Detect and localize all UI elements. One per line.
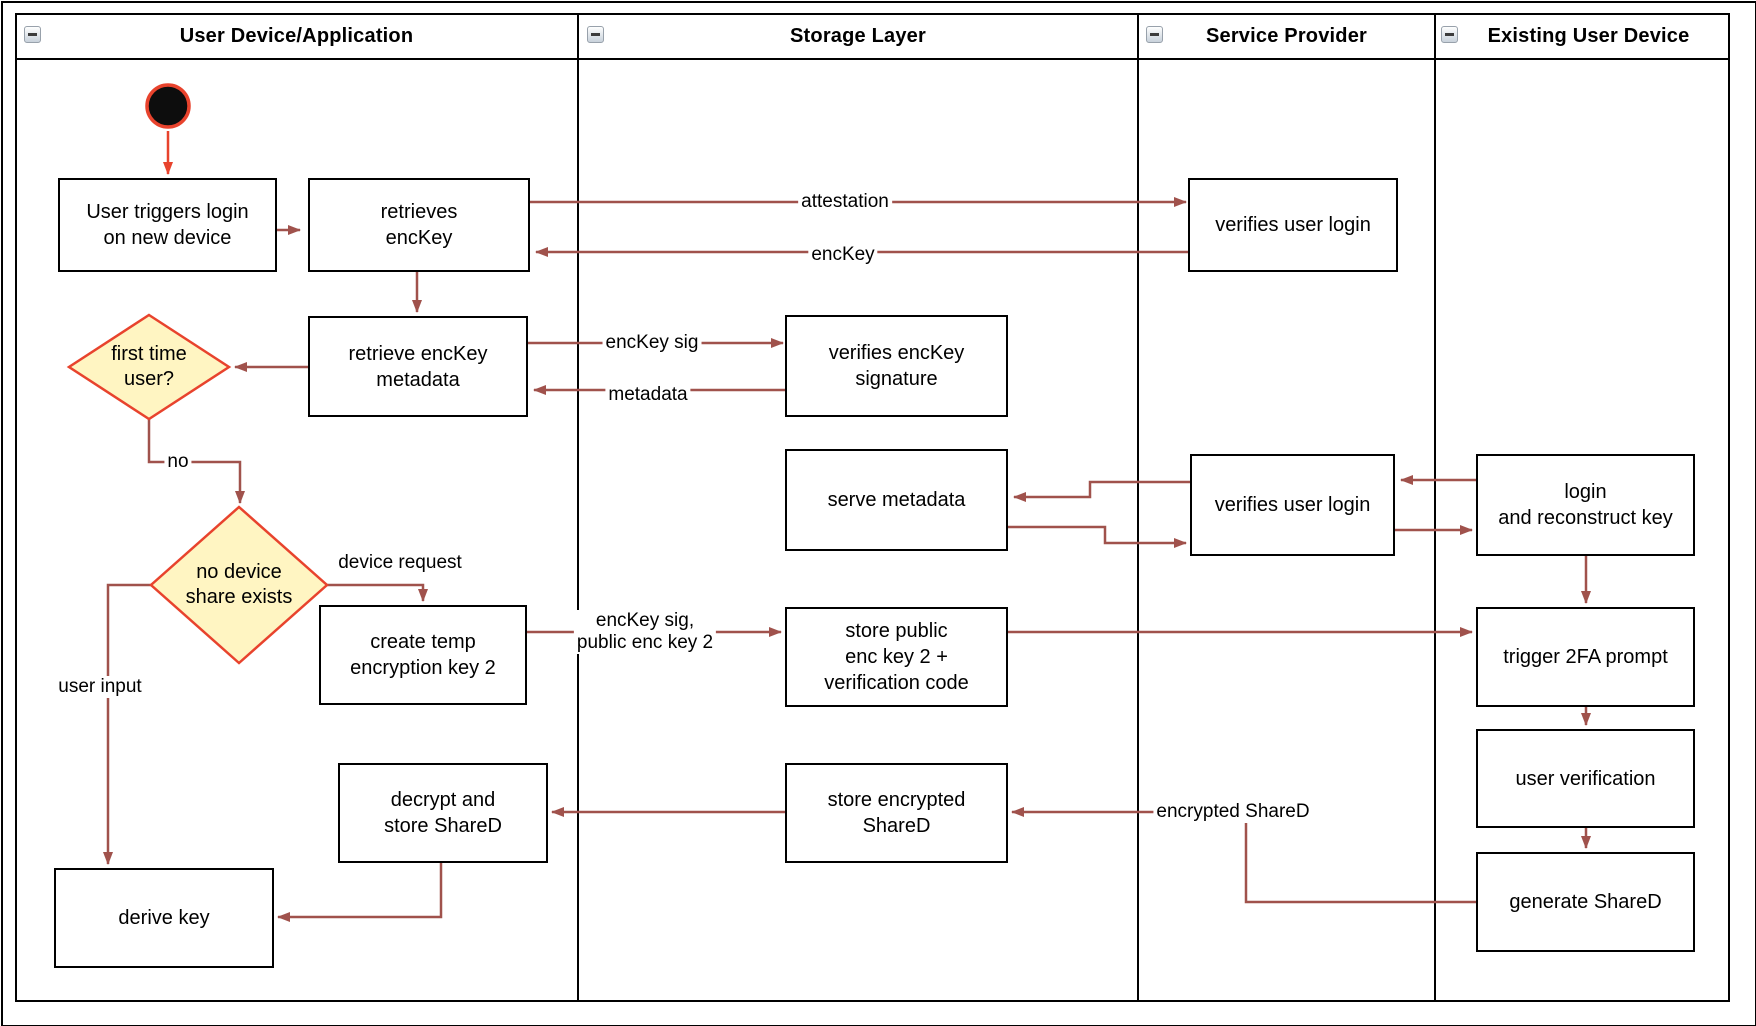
- edge-label-enckey: encKey: [808, 244, 878, 266]
- decision-first-time-user-shape[interactable]: [66, 313, 232, 421]
- node-create-temp-encryption-key[interactable]: create temp encryption key 2: [319, 605, 527, 705]
- node-trigger-2fa-prompt[interactable]: trigger 2FA prompt: [1476, 607, 1695, 707]
- node-store-public-enc-key[interactable]: store public enc key 2 + verification co…: [785, 607, 1008, 707]
- decision-first-time-user-label: first time user?: [111, 343, 187, 390]
- edge-no-branch: [147, 419, 245, 504]
- edge-label-enckey-sig-public: encKey sig, public enc key 2: [573, 610, 717, 654]
- edge-label-metadata: metadata: [605, 384, 691, 406]
- start-node[interactable]: [145, 83, 191, 129]
- lane-divider-3: [1434, 13, 1436, 1000]
- edge-label-attestation: attestation: [798, 191, 892, 213]
- edge-decrypt-to-derive: [277, 863, 443, 922]
- node-derive-key[interactable]: derive key: [54, 868, 274, 968]
- minus-bar: [591, 33, 600, 36]
- decision-no-device-share-shape[interactable]: [149, 505, 329, 665]
- minus-bar: [1445, 33, 1454, 36]
- node-login-and-reconstruct-key[interactable]: login and reconstruct key: [1476, 454, 1695, 556]
- decision-no-device-share-label: no device share exists: [185, 561, 293, 608]
- collapse-minus-icon[interactable]: [1146, 26, 1163, 43]
- lane-header-separator: [15, 58, 1728, 60]
- edge-label-device-request: device request: [335, 552, 465, 574]
- node-store-encrypted-shared[interactable]: store encrypted ShareD: [785, 763, 1008, 863]
- minus-bar: [28, 33, 37, 36]
- node-user-triggers-login[interactable]: User triggers login on new device: [58, 178, 277, 272]
- lane-header-user-device: User Device/Application: [179, 25, 414, 47]
- edge-label-encrypted-shared: encrypted ShareD: [1153, 801, 1313, 823]
- edge-servemetadata-to-verifieslogin2: [1008, 525, 1187, 548]
- node-retrieves-enckey[interactable]: retrieves encKey: [308, 178, 530, 272]
- node-decrypt-and-store-shared[interactable]: decrypt and store ShareD: [338, 763, 548, 863]
- lane-header-storage-layer: Storage Layer: [790, 25, 926, 47]
- lane-header-service-provider: Service Provider: [1205, 25, 1368, 47]
- edge-label-enckey-sig: encKey sig: [602, 332, 702, 354]
- collapse-minus-icon[interactable]: [1441, 26, 1458, 43]
- node-verifies-user-login-2[interactable]: verifies user login: [1190, 454, 1395, 556]
- edge-label-user-input: user input: [55, 676, 145, 698]
- edge-label-no: no: [164, 451, 192, 473]
- node-user-verification[interactable]: user verification: [1476, 729, 1695, 828]
- lane-header-existing-device: Existing User Device: [1487, 25, 1690, 47]
- collapse-minus-icon[interactable]: [24, 26, 41, 43]
- node-serve-metadata[interactable]: serve metadata: [785, 449, 1008, 551]
- edge-verifieslogin2-to-servemetadata: [1013, 480, 1190, 502]
- lane-divider-2: [1137, 13, 1139, 1000]
- swimlane-pool-frame: [15, 13, 1730, 1002]
- node-verifies-user-login-1[interactable]: verifies user login: [1188, 178, 1398, 272]
- edge-encrypted-shared: [1011, 807, 1476, 904]
- edge-user-input: [103, 583, 151, 865]
- edge-device-request: [327, 583, 428, 602]
- lane-divider-1: [577, 13, 579, 1000]
- node-verifies-enckey-signature[interactable]: verifies encKey signature: [785, 315, 1008, 417]
- node-generate-shared[interactable]: generate ShareD: [1476, 852, 1695, 952]
- minus-bar: [1150, 33, 1159, 36]
- node-retrieve-enckey-metadata[interactable]: retrieve encKey metadata: [308, 316, 528, 417]
- collapse-minus-icon[interactable]: [587, 26, 604, 43]
